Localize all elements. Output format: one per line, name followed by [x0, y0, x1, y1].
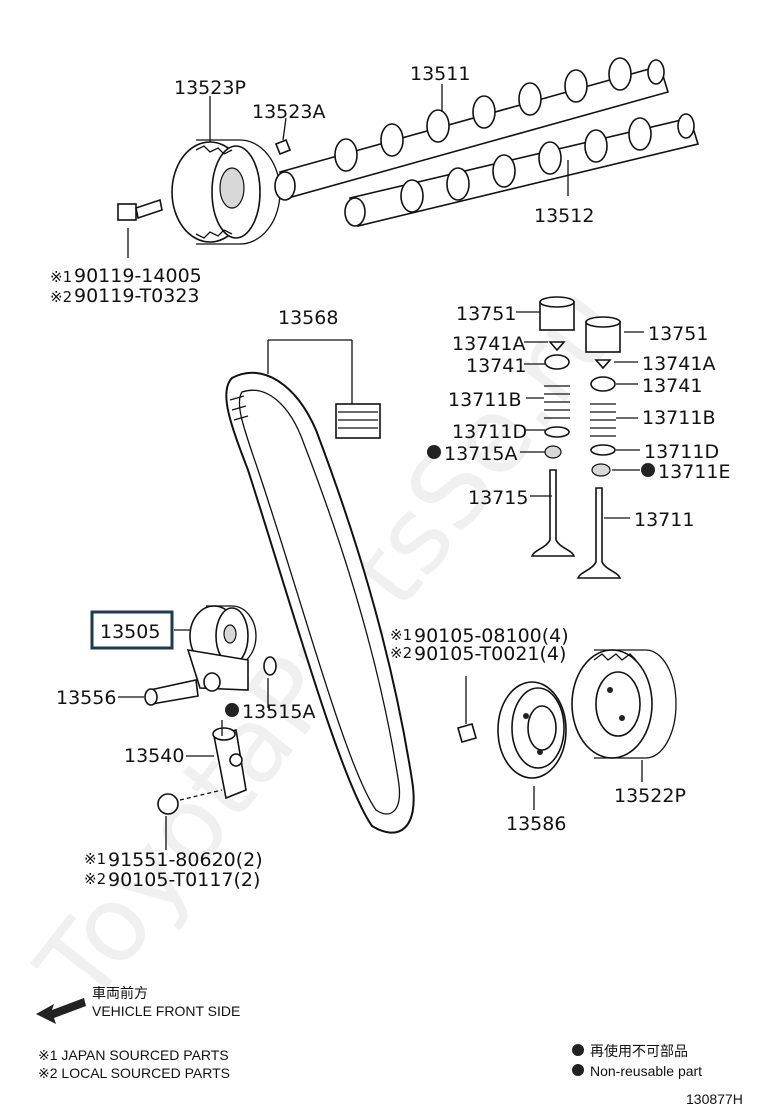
mark-source2-a: ※2	[50, 288, 72, 306]
note-local-sourced: ※2 LOCAL SOURCED PARTS	[38, 1065, 230, 1081]
highlighted-part-box[interactable]	[90, 610, 174, 650]
label-13523P: 13523P	[174, 77, 246, 99]
front-label-en: VEHICLE FRONT SIDE	[92, 1003, 240, 1019]
label-13523A: 13523A	[252, 101, 325, 123]
pulley-bolt[interactable]	[117, 198, 163, 221]
label-13515A: 13515A	[242, 701, 315, 723]
crankshaft-pulley[interactable]	[497, 681, 567, 779]
valve-stem-seal-left[interactable]	[544, 445, 562, 459]
label-13505: 13505	[100, 621, 160, 643]
spring-retainer-left[interactable]	[544, 354, 570, 370]
label-bolt-c-2: 90105-T0117(2)	[108, 869, 260, 891]
label-13586: 13586	[506, 813, 566, 835]
timing-belt[interactable]	[225, 371, 415, 834]
valve-spring-right[interactable]	[590, 403, 616, 437]
label-13741-right: 13741	[642, 375, 702, 397]
valve-keeper-right[interactable]	[594, 359, 612, 370]
mark-source1-b: ※1	[390, 626, 412, 644]
diagram-id: 130877H	[686, 1091, 743, 1107]
valve-keeper-left[interactable]	[548, 341, 566, 352]
label-bolt-a-1: 90119-14005	[74, 265, 202, 287]
camshaft-timing-pulley[interactable]	[171, 139, 281, 245]
spring-seat-left[interactable]	[544, 426, 570, 438]
mark-source1-a: ※1	[50, 268, 72, 286]
nonreusable-dot-13515A	[225, 703, 239, 717]
label-13741-left: 13741	[466, 355, 526, 377]
mark-source2-c: ※2	[84, 870, 106, 888]
intake-valve[interactable]	[576, 487, 622, 579]
label-13540: 13540	[124, 745, 184, 767]
knock-pin[interactable]	[274, 138, 292, 156]
legend-nonreuse-en: Non-reusable part	[590, 1063, 702, 1079]
label-13711B-left: 13711B	[448, 389, 521, 411]
pulley-bolt-small[interactable]	[457, 700, 477, 743]
valve-lifter-left[interactable]	[539, 296, 575, 331]
camshaft-no1[interactable]	[274, 57, 670, 201]
label-13741A-right: 13741A	[642, 353, 715, 375]
label-13711D-right: 13711D	[644, 441, 719, 463]
label-13711: 13711	[634, 509, 694, 531]
mark-source1-c: ※1	[84, 850, 106, 868]
valve-stem-seal-right[interactable]	[591, 463, 611, 477]
label-13556: 13556	[56, 687, 116, 709]
label-bolt-a-2: 90119-T0323	[74, 285, 200, 307]
vehicle-front-arrow	[36, 998, 86, 1024]
note-japan-sourced: ※1 JAPAN SOURCED PARTS	[38, 1047, 229, 1063]
label-bolt-b-2: 90105-T0021(4)	[414, 643, 566, 665]
belt-tensioner[interactable]	[212, 727, 247, 800]
front-label-jp: 車両前方	[92, 985, 148, 1001]
spring-retainer-right[interactable]	[590, 376, 616, 392]
valve-lifter-right[interactable]	[585, 316, 621, 353]
tensioner-bolt[interactable]	[157, 789, 223, 815]
legend-dot-jp	[572, 1044, 584, 1056]
idler-pulley[interactable]	[186, 605, 257, 692]
label-13522P: 13522P	[614, 785, 686, 807]
label-13741A-left: 13741A	[452, 333, 525, 355]
belt-cross-section	[335, 403, 381, 439]
crankshaft-timing-pulley[interactable]	[571, 649, 677, 759]
legend-nonreuse-jp: 再使用不可部品	[590, 1043, 688, 1059]
pulley-pivot-bolt[interactable]	[144, 679, 199, 706]
label-bolt-c-1: 91551-80620(2)	[108, 849, 263, 871]
label-13751-right: 13751	[648, 323, 708, 345]
label-13715A: 13715A	[444, 443, 517, 465]
label-bolt-b-1: 90105-08100(4)	[414, 625, 569, 647]
label-13711B-right: 13711B	[642, 407, 715, 429]
label-13751-left: 13751	[456, 303, 516, 325]
exhaust-valve[interactable]	[530, 469, 576, 557]
mark-source2-b: ※2	[390, 644, 412, 662]
camshaft-no2[interactable]	[344, 113, 700, 227]
spring-seat-right[interactable]	[590, 444, 616, 456]
plate-washer[interactable]	[263, 656, 277, 676]
label-13511: 13511	[410, 63, 470, 85]
nonreusable-dot-13711E	[641, 463, 655, 477]
label-13715: 13715	[468, 487, 528, 509]
label-13711D-left: 13711D	[452, 421, 527, 443]
label-13512: 13512	[534, 205, 594, 227]
legend-dot-en	[572, 1064, 584, 1076]
nonreusable-dot-13715A	[427, 445, 441, 459]
valve-spring-left[interactable]	[544, 385, 570, 419]
label-13568: 13568	[278, 307, 338, 329]
label-13711E: 13711E	[658, 461, 730, 483]
